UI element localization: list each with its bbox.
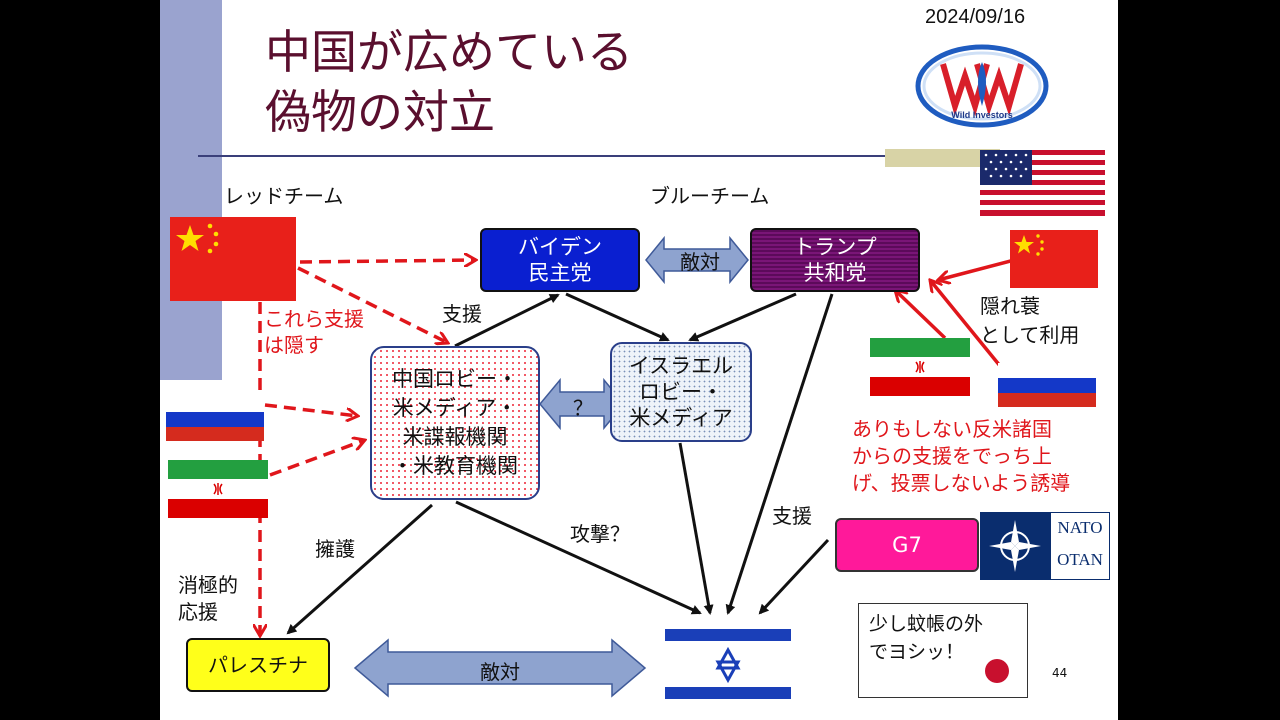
china-flag-icon: [170, 217, 296, 301]
china-lobby-line-1: 中国ロビー・: [392, 367, 518, 391]
title-line-1: 中国が広めている: [265, 25, 633, 79]
trump-republicans-box: トランプ共和党: [750, 228, 920, 292]
disguise-line-2: として利用: [980, 323, 1080, 347]
china-to-biden-arrow: [299, 260, 476, 262]
disguise-line-1: 隠れ蓑: [980, 294, 1040, 318]
fake-note-line-1: ありもしない反米諸国: [852, 417, 1052, 441]
israel-lobby-line-1: イスラエル: [628, 354, 734, 378]
sidebar-accent: [160, 0, 222, 380]
defend-label: 擁護: [315, 537, 355, 561]
trump-label: トランプ: [793, 235, 877, 259]
page-title: 中国が広めている 偽物の対立: [265, 22, 633, 142]
israel-lobby-line-2: ロビー・: [639, 380, 723, 404]
otan-text: OTAN: [1057, 550, 1103, 569]
blue-team-label: ブルーチーム: [650, 184, 770, 208]
rivalry-bottom-label: 敵対: [480, 660, 520, 684]
wild-investors-logo: Wild Investors: [915, 44, 1049, 128]
israel-lobby-line-3: 米メディア: [629, 406, 733, 430]
slide: 中国が広めている 偽物の対立 2024/09/16 Wild Investors…: [160, 0, 1118, 720]
accent-bar: [885, 149, 1000, 167]
hide-support-label: これら支援 は隠す: [264, 306, 364, 358]
fake-note-line-3: げ、投票しないよう誘導: [852, 471, 1071, 495]
russia-flag-icon: [998, 363, 1096, 407]
title-divider: [198, 155, 918, 157]
russia-to-trump-arrow: [930, 280, 1007, 374]
china-to-lobby-arrow: [297, 266, 448, 343]
lobby-to-biden-arrow: [454, 293, 560, 348]
rivalry-top-label: 敵対: [680, 250, 720, 274]
china-flag-icon: [1010, 230, 1098, 288]
rivalry-top-arrow: [645, 235, 749, 285]
china-lobby-line-4: ・米教育機関: [392, 454, 518, 478]
passive-line-2: 応援: [178, 600, 218, 624]
attack-arrow: [455, 500, 702, 615]
disguise-label: 隠れ蓑 として利用: [980, 292, 1079, 350]
japan-note-line-1: 少し蚊帳の外: [869, 613, 984, 635]
republicans-label: 共和党: [803, 261, 867, 285]
support-right-label: 支援: [772, 504, 812, 528]
china-lobby-line-3: 米諜報機関: [402, 425, 508, 449]
nato-text: NATO: [1057, 518, 1103, 537]
usa-flag-icon: [980, 150, 1105, 216]
israel-lobby-box: イスラエル ロビー・ 米メディア: [610, 342, 752, 442]
attack-label: 攻撃？: [570, 522, 630, 546]
question-label: ？: [573, 396, 593, 420]
title-line-2: 偽物の対立: [265, 85, 495, 139]
china-lobby-line-2: 米メディア・: [392, 396, 518, 420]
fake-note-line-2: からの支援をでっち上: [852, 444, 1052, 468]
biden-label: バイデン: [518, 235, 602, 259]
g7-box: G7: [835, 518, 979, 572]
democrats-label: 民主党: [528, 261, 592, 285]
japan-flag-icon: [985, 659, 1009, 683]
date-label: 2024/09/16: [925, 6, 1026, 28]
china-lobby-box: 中国ロビー・ 米メディア・ 米諜報機関 ・米教育機関: [370, 346, 540, 500]
fake-support-note: ありもしない反米諸国 からの支援をでっち上 げ、投票しないよう誘導: [852, 416, 1070, 497]
palestine-box: パレスチナ: [186, 638, 330, 692]
page-number: 44: [1052, 666, 1068, 680]
trump-to-israel-lobby-arrow: [688, 292, 797, 342]
nato-flag-icon: NATO OTAN: [980, 512, 1110, 580]
russia-to-lobby-arrow: [264, 403, 358, 416]
israel-flag-icon: [665, 626, 791, 702]
russia-flag-icon: [166, 397, 264, 441]
g7-to-israel-arrow: [758, 538, 830, 615]
iran-flag-icon: [870, 338, 970, 396]
passive-line-1: 消極的: [178, 573, 238, 597]
passive-support-label: 消極的 応援: [178, 572, 238, 626]
china-to-trump-arrow: [938, 256, 1023, 280]
israel-lobby-to-israel-arrow: [678, 442, 714, 615]
trump-to-israel-arrow: [725, 293, 834, 615]
biden-democrats-box: バイデン民主党: [480, 228, 640, 292]
rivalry-bottom-arrow: [353, 638, 647, 698]
hide-support-line-1: これら支援: [264, 307, 364, 331]
logo-text: Wild Investors: [951, 110, 1012, 120]
japan-note-line-2: でヨシッ！: [869, 641, 965, 663]
japan-note-box: 少し蚊帳の外 でヨシッ！: [858, 603, 1028, 698]
biden-to-israel-lobby-arrow: [565, 292, 670, 342]
red-team-label: レッドチーム: [224, 184, 344, 208]
support-top-label: 支援: [442, 302, 482, 326]
defend-arrow: [286, 503, 433, 635]
iran-to-trump-arrow: [895, 290, 947, 340]
iran-to-lobby-arrow: [269, 440, 365, 477]
hide-support-line-2: は隠す: [264, 333, 324, 357]
iran-flag-icon: [168, 460, 268, 518]
